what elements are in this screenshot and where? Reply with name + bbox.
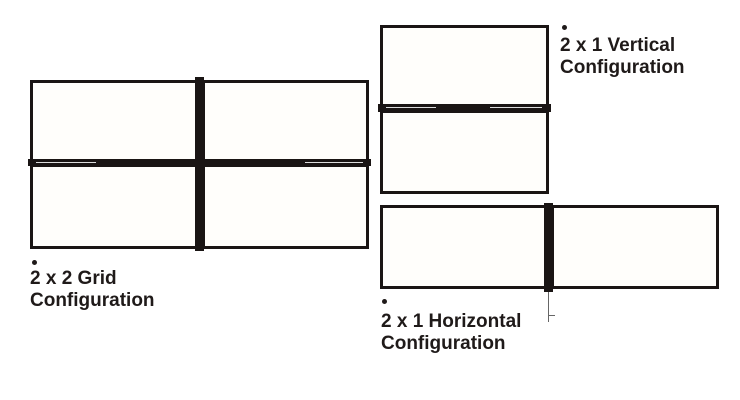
label-line1: 2 x 1 Vertical (560, 35, 676, 56)
screen-bottom (380, 110, 549, 194)
rail-slot (36, 162, 96, 163)
mount-vertical-rail (544, 203, 553, 292)
rail-slot (386, 107, 436, 108)
grid-2x2-label: 2 x 2 Grid Configuration (30, 268, 155, 312)
horizontal-2x1-label: 2 x 1 Horizontal Configuration (381, 311, 521, 355)
mount-bracket-tab (549, 315, 555, 316)
vertical-2x1-label: 2 x 1 Vertical Configuration (560, 35, 685, 79)
mount-vertical-rail (195, 77, 204, 251)
screen-top (380, 25, 549, 109)
label-line2: Configuration (560, 57, 685, 78)
screen-bottom-left (30, 164, 198, 249)
mount-horizontal-rail (378, 104, 551, 112)
label-line2: Configuration (381, 333, 506, 354)
screen-right (551, 205, 719, 289)
mount-bracket-arm (548, 292, 549, 322)
label-line1: 2 x 2 Grid (30, 268, 117, 289)
screen-top-right (202, 80, 369, 163)
label-line1: 2 x 1 Horizontal (381, 311, 522, 332)
screen-left (380, 205, 547, 289)
rail-slot (305, 162, 363, 163)
screen-top-left (30, 80, 198, 163)
label-line2: Configuration (30, 290, 155, 311)
rail-slot (490, 107, 542, 108)
bullet (562, 25, 567, 30)
bullet (382, 299, 387, 304)
screen-bottom-right (202, 164, 369, 249)
bullet (32, 260, 37, 265)
